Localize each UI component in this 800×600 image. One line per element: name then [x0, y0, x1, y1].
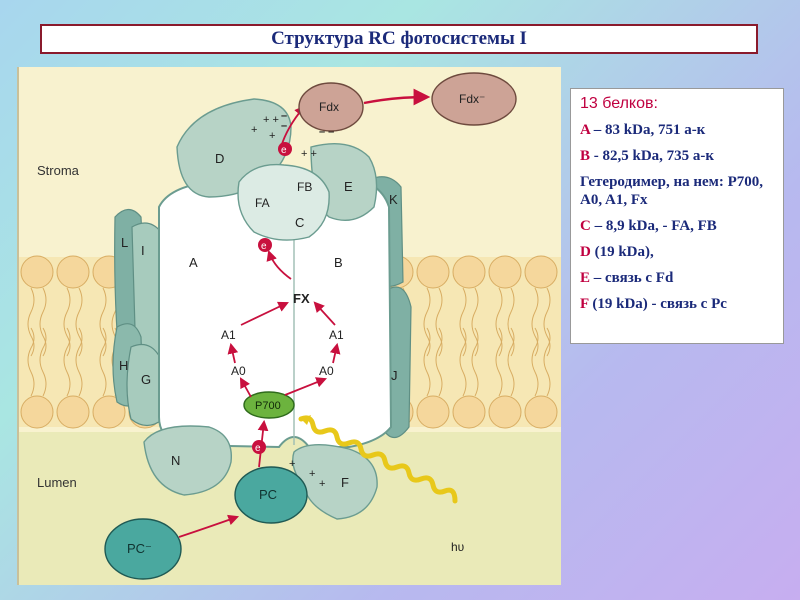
label-E: E	[344, 179, 353, 194]
svg-text:+: +	[309, 468, 315, 480]
arrow-a1-fx-right	[313, 301, 336, 326]
subunit-G	[126, 343, 165, 427]
svg-text:–: –	[281, 110, 287, 122]
label-H: H	[119, 358, 128, 373]
label-FA: FA	[255, 196, 270, 210]
electron-markers: e e e	[252, 142, 292, 454]
lumen-label: Lumen	[37, 475, 77, 490]
title-box: Структура RC фотосистемы I	[40, 24, 758, 54]
subunit-C	[237, 163, 330, 241]
info-row: C – 8,9 kDa, - FA, FB	[580, 217, 774, 235]
info-row-key: F	[580, 296, 589, 312]
label-Fx: FX	[293, 291, 310, 306]
label-Fdx: Fdx	[319, 100, 339, 114]
info-row-text: (19 kDa) - связь с Pc	[588, 296, 727, 312]
label-PC: PC	[259, 487, 277, 502]
electron-label-3: e	[255, 443, 261, 454]
svg-text:+: +	[289, 458, 295, 470]
label-G: G	[141, 372, 151, 387]
info-row: B - 82,5 kDa, 735 a-к	[580, 147, 774, 165]
light-wave	[298, 415, 458, 504]
label-A0-right: A0	[319, 364, 334, 378]
info-row-text: - 82,5 kDa, 735 a-к	[590, 148, 715, 164]
info-row-text: – 83 kDa, 751 a-к	[590, 122, 706, 138]
pc-reduced	[104, 518, 182, 580]
label-I: I	[141, 243, 145, 258]
label-F: F	[341, 475, 349, 490]
info-row-text: – 8,9 kDa, - FA, FB	[590, 218, 717, 234]
info-row-key: E	[580, 270, 591, 286]
arrow-p700-a0-left	[239, 377, 252, 398]
svg-text:+ +: + +	[263, 114, 279, 126]
arrow-fdx-fdxminus	[363, 88, 431, 106]
label-D: D	[215, 151, 224, 166]
label-N: N	[171, 453, 180, 468]
arrow-a1-fx-left	[240, 301, 289, 326]
electron-label-1: e	[281, 145, 287, 156]
info-header: 13 белков:	[580, 95, 658, 112]
svg-text:+: +	[269, 130, 275, 142]
label-J: J	[391, 368, 398, 383]
slide-title: Структура RC фотосистемы I	[271, 28, 527, 49]
arrow-p700-a0-right	[284, 377, 328, 396]
info-row-key: D	[580, 244, 591, 260]
label-light: hυ	[451, 540, 464, 554]
info-row-key: C	[580, 218, 591, 234]
label-K: K	[389, 192, 398, 207]
label-P700: P700	[255, 400, 281, 412]
info-row-text: (19 kDa),	[590, 244, 654, 260]
fdx-reduced	[431, 72, 517, 126]
photosystem-diagram: Stroma Lumen D E C A B L I H G K J N F F…	[17, 67, 561, 585]
stroma-label: Stroma	[37, 163, 80, 178]
svg-text:+: +	[251, 124, 257, 136]
label-A1-left: A1	[221, 328, 236, 342]
light-arrowhead	[301, 415, 311, 425]
p700-center	[243, 391, 295, 419]
label-C: C	[295, 215, 304, 230]
diagram-svg: Stroma Lumen D E C A B L I H G K J N F F…	[19, 72, 561, 585]
pc-oxidized	[234, 466, 308, 524]
label-B: B	[334, 255, 343, 270]
arrow-a0-a1-left	[227, 342, 239, 364]
label-A1-right: A1	[329, 328, 344, 342]
label-FB: FB	[297, 180, 312, 194]
label-Fdx-reduced: Fdx⁻	[459, 92, 485, 106]
info-row-text: Гетеродимер, на нем: P700, A0, A1, Fx	[580, 174, 764, 208]
subunit-N	[143, 425, 233, 496]
electron-label-2: e	[261, 241, 267, 252]
fdx-oxidized	[298, 82, 364, 132]
info-row-text: – связь с Fd	[590, 270, 674, 286]
svg-text:+ +: + +	[301, 148, 317, 160]
info-row: D (19 kDa),	[580, 243, 774, 261]
info-row: Гетеродимер, на нем: P700, A0, A1, Fx	[580, 173, 774, 209]
label-PC-reduced: PC⁻	[127, 541, 152, 556]
label-A: A	[189, 255, 198, 270]
info-row: A – 83 kDa, 751 a-к	[580, 121, 774, 139]
arrow-fx-c	[266, 249, 292, 280]
label-A0-left: A0	[231, 364, 246, 378]
svg-text:–: –	[281, 120, 287, 132]
info-row-key: B	[580, 148, 591, 164]
svg-text:+: +	[319, 478, 325, 490]
arrow-a0-a1-right	[329, 342, 341, 364]
info-row: F (19 kDa) - связь с Pc	[580, 295, 774, 313]
label-L: L	[121, 235, 128, 250]
info-row: E – связь с Fd	[580, 269, 774, 287]
arrow-pcminus-pc	[178, 514, 240, 538]
info-row-key: A	[580, 122, 591, 138]
